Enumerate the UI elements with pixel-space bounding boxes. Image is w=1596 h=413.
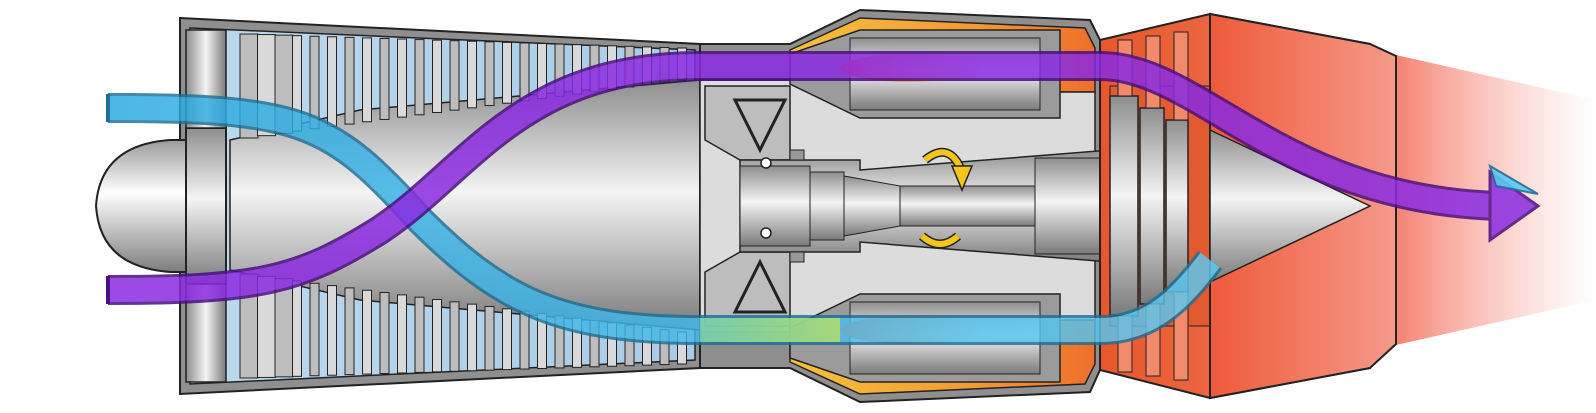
compressor-blade [344,36,355,125]
nose-cone [94,29,227,383]
compressor-blade [519,310,530,370]
compressor-blade [327,285,337,376]
compressor-blade [362,289,372,375]
exhaust-nozzle [1209,12,1397,400]
cool-flow-arrowhead [1488,163,1539,195]
compressor-blade [397,294,407,374]
compressor-blade [379,37,390,120]
shaft-rotation-arrow [919,147,974,249]
compressor-blade [414,296,425,373]
compressor-blade [449,301,460,372]
hot-flow-inlet [106,276,110,304]
compressor-blade [379,292,390,375]
compressor-blade [502,41,512,104]
fuel-air-mix [700,318,840,342]
compressor-blade [414,39,425,116]
compressor-blade [292,280,302,377]
compressor-blade [502,308,512,371]
cool-flow-inlet [106,94,110,122]
compressor-blade [327,36,337,127]
compressor-blade [274,278,294,378]
compressor-blade [309,282,320,377]
compressor-blade [397,38,407,118]
compressor-blade [449,40,460,111]
cool-air-flow [107,93,1222,345]
compressor-blade [484,305,495,371]
compressor-blade [344,287,355,376]
compressor-blade [467,40,477,109]
compressor-blade [362,37,372,123]
compressor-blade [484,41,495,107]
hot-gas-flow [107,51,1541,305]
compressor-blade [519,42,530,102]
main-shaft [739,149,1111,263]
compressor-blade [432,299,442,373]
compressor-blade [467,303,477,372]
compressor-blade [432,39,442,113]
